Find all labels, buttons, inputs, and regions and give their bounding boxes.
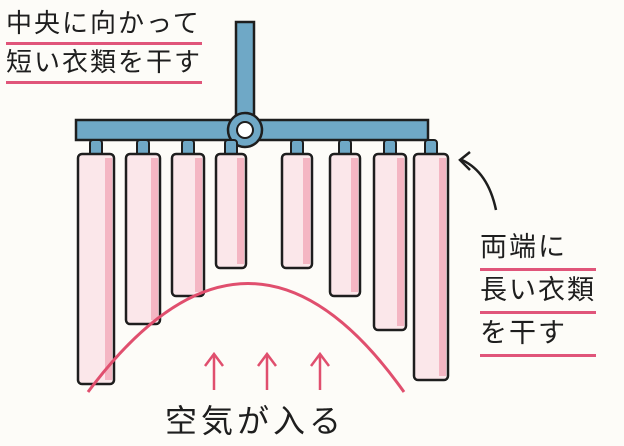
right-note-line-2: 長い衣類 [480, 271, 596, 314]
hanger-pole [234, 20, 256, 124]
air-flow-curve [86, 282, 406, 393]
garment-shade-2 [151, 158, 158, 320]
garment-shade-1 [105, 158, 112, 380]
pointer-arrow [458, 151, 498, 211]
right-note-line-3: を干す [480, 314, 596, 357]
top-note-line-1: 中央に向かって [6, 6, 203, 45]
garment-shade-6 [351, 158, 358, 292]
air-arrow-center [257, 351, 277, 390]
garments [76, 139, 450, 386]
top-note: 中央に向かって 短い衣類を干す [6, 6, 203, 84]
right-note-line-1: 両端に [480, 228, 596, 271]
right-note: 両端に 長い衣類 を干す [480, 228, 596, 357]
top-note-line-2: 短い衣類を干す [6, 45, 203, 84]
garment-shade-8 [439, 158, 446, 376]
air-arrow-left [204, 351, 224, 390]
air-arrows [204, 351, 330, 390]
garment-shade-3 [195, 158, 202, 292]
air-caption: 空気が入る [165, 402, 346, 440]
garment-shade-4 [237, 158, 244, 264]
garment-shade-7 [397, 158, 404, 326]
garment-shade-5 [303, 158, 310, 264]
air-arrow-right [310, 351, 330, 390]
